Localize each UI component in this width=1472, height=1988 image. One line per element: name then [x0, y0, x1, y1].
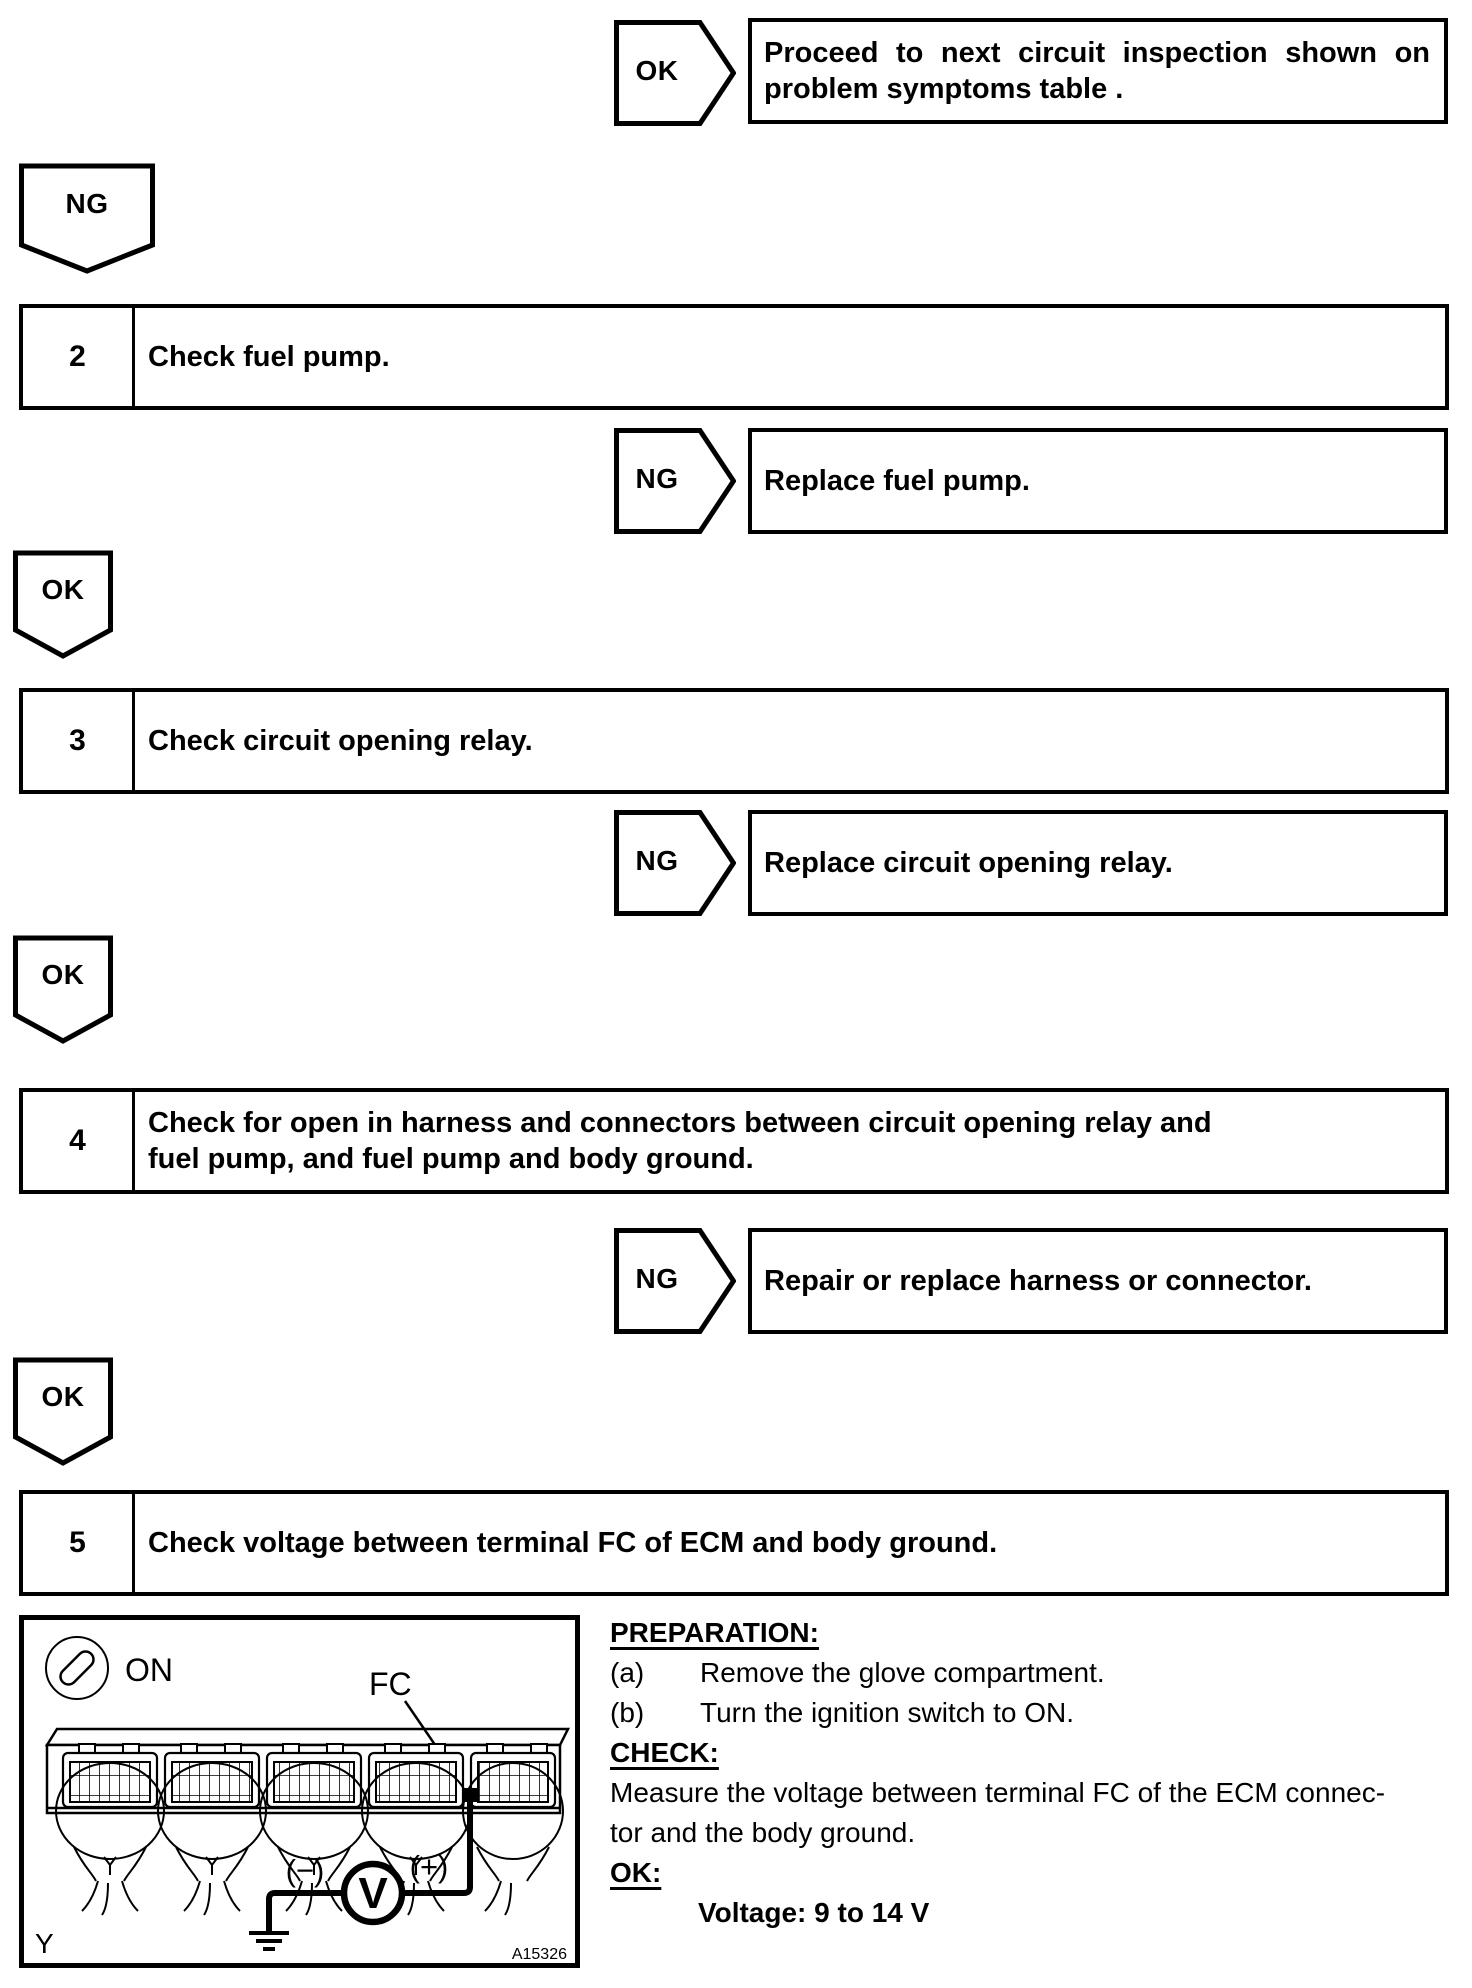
result-box: Repair or replace harness or connector. [748, 1228, 1448, 1334]
result-box: Proceed to next circuit inspection shown… [748, 18, 1448, 124]
ng-tag-label: NG [65, 188, 109, 219]
connector-module [163, 1743, 261, 1809]
connector-module [367, 1743, 465, 1809]
ok-heading: OK: [610, 1857, 662, 1888]
ok-tag-label: OK [41, 1381, 85, 1412]
figure-corner-label: Y [35, 1928, 54, 1959]
step-number: 4 [23, 1092, 135, 1190]
step-title-line2: fuel pump, and fuel pump and body ground… [148, 1143, 754, 1175]
ok-arrow-down-shape [13, 1357, 113, 1466]
result-box: Replace fuel pump. [748, 428, 1448, 534]
step-number: 3 [23, 692, 135, 790]
step-marker: (b) [610, 1697, 645, 1728]
instruction-column: PREPARATION: (a) Remove the glove compart… [610, 1613, 1460, 1933]
preparation-step: (a) Remove the glove compartment. [610, 1653, 1460, 1693]
result-text-line1: Proceed to next circuit inspection shown… [764, 37, 1430, 69]
ng-tag: NG [614, 810, 736, 916]
preparation-heading: PREPARATION: [610, 1617, 819, 1648]
result-text: Replace circuit opening relay. [764, 847, 1173, 879]
figure-code: A15326 [512, 1946, 567, 1963]
ng-tag: NG [19, 163, 155, 275]
check-heading: CHECK: [610, 1737, 719, 1768]
ground-icon [249, 1931, 289, 1951]
voltmeter-icon [340, 1860, 406, 1926]
ok-arrow-down-shape [13, 550, 113, 659]
step-text: Remove the glove compartment. [700, 1657, 1105, 1688]
connector-module [61, 1743, 159, 1809]
step-box-4: 4 Check for open in harness and connecto… [19, 1088, 1449, 1194]
ok-tag: OK [13, 550, 113, 660]
ng-arrow-down-shape [19, 163, 155, 274]
step-title: Check circuit opening relay. [148, 725, 533, 757]
ng-arrow-right-shape [614, 1228, 736, 1334]
result-text-line2: problem symptoms table . [764, 73, 1124, 105]
negative-probe-label: (−) [286, 1853, 325, 1888]
fc-terminal [463, 1788, 477, 1802]
ok-arrow-right-shape [614, 20, 736, 126]
voltmeter-label: V [358, 1869, 388, 1918]
connector-module [265, 1743, 363, 1809]
ng-arrow-right-shape [614, 428, 736, 534]
positive-test-lead [402, 1801, 473, 1896]
ok-tag-label: OK [635, 54, 679, 86]
step-title: Check voltage between terminal FC of ECM… [148, 1527, 998, 1559]
step-number: 2 [23, 308, 135, 406]
step-title-line1: Check for open in harness and connectors… [148, 1107, 1212, 1139]
ignition-on-label: ON [125, 1652, 173, 1688]
check-text-line2: tor and the body ground. [610, 1817, 916, 1848]
ok-tag: OK [614, 20, 736, 126]
step-text: Turn the ignition switch to ON. [700, 1697, 1075, 1728]
ok-tag-label: OK [41, 959, 85, 990]
negative-test-lead [266, 1890, 344, 1931]
ecm-voltage-check-figure: ON FC [19, 1615, 580, 1968]
ng-tag-label: NG [635, 844, 679, 876]
result-box: Replace circuit opening relay. [748, 810, 1448, 916]
step-box-5: 5 Check voltage between terminal FC of E… [19, 1490, 1449, 1596]
ng-tag-label: NG [635, 1262, 679, 1294]
ecm-connector-modules [61, 1743, 557, 1809]
ok-tag-label: OK [41, 574, 85, 605]
step-number: 5 [23, 1494, 135, 1592]
ng-tag-label: NG [635, 462, 679, 494]
ok-tag: OK [13, 1357, 113, 1467]
positive-probe-label: (+) [410, 1849, 449, 1884]
ng-arrow-right-shape [614, 810, 736, 916]
step-box-3: 3 Check circuit opening relay. [19, 688, 1449, 794]
ng-tag: NG [614, 428, 736, 534]
fc-terminal-label: FC [369, 1666, 412, 1702]
preparation-step: (b) Turn the ignition switch to ON. [610, 1693, 1460, 1733]
result-text: Replace fuel pump. [764, 465, 1030, 497]
ok-arrow-down-shape [13, 935, 113, 1044]
ng-tag: NG [614, 1228, 736, 1334]
step-title: Check fuel pump. [148, 341, 390, 373]
result-text: Repair or replace harness or connector. [764, 1265, 1312, 1297]
ignition-switch-icon [45, 1636, 109, 1700]
ok-tag: OK [13, 935, 113, 1045]
step-marker: (a) [610, 1657, 645, 1688]
step-box-2: 2 Check fuel pump. [19, 304, 1449, 410]
voltage-spec: Voltage: 9 to 14 V [698, 1897, 930, 1928]
harness-wires [55, 1762, 564, 1916]
connector-module [469, 1743, 557, 1809]
check-text-line1: Measure the voltage between terminal FC … [610, 1777, 1386, 1808]
